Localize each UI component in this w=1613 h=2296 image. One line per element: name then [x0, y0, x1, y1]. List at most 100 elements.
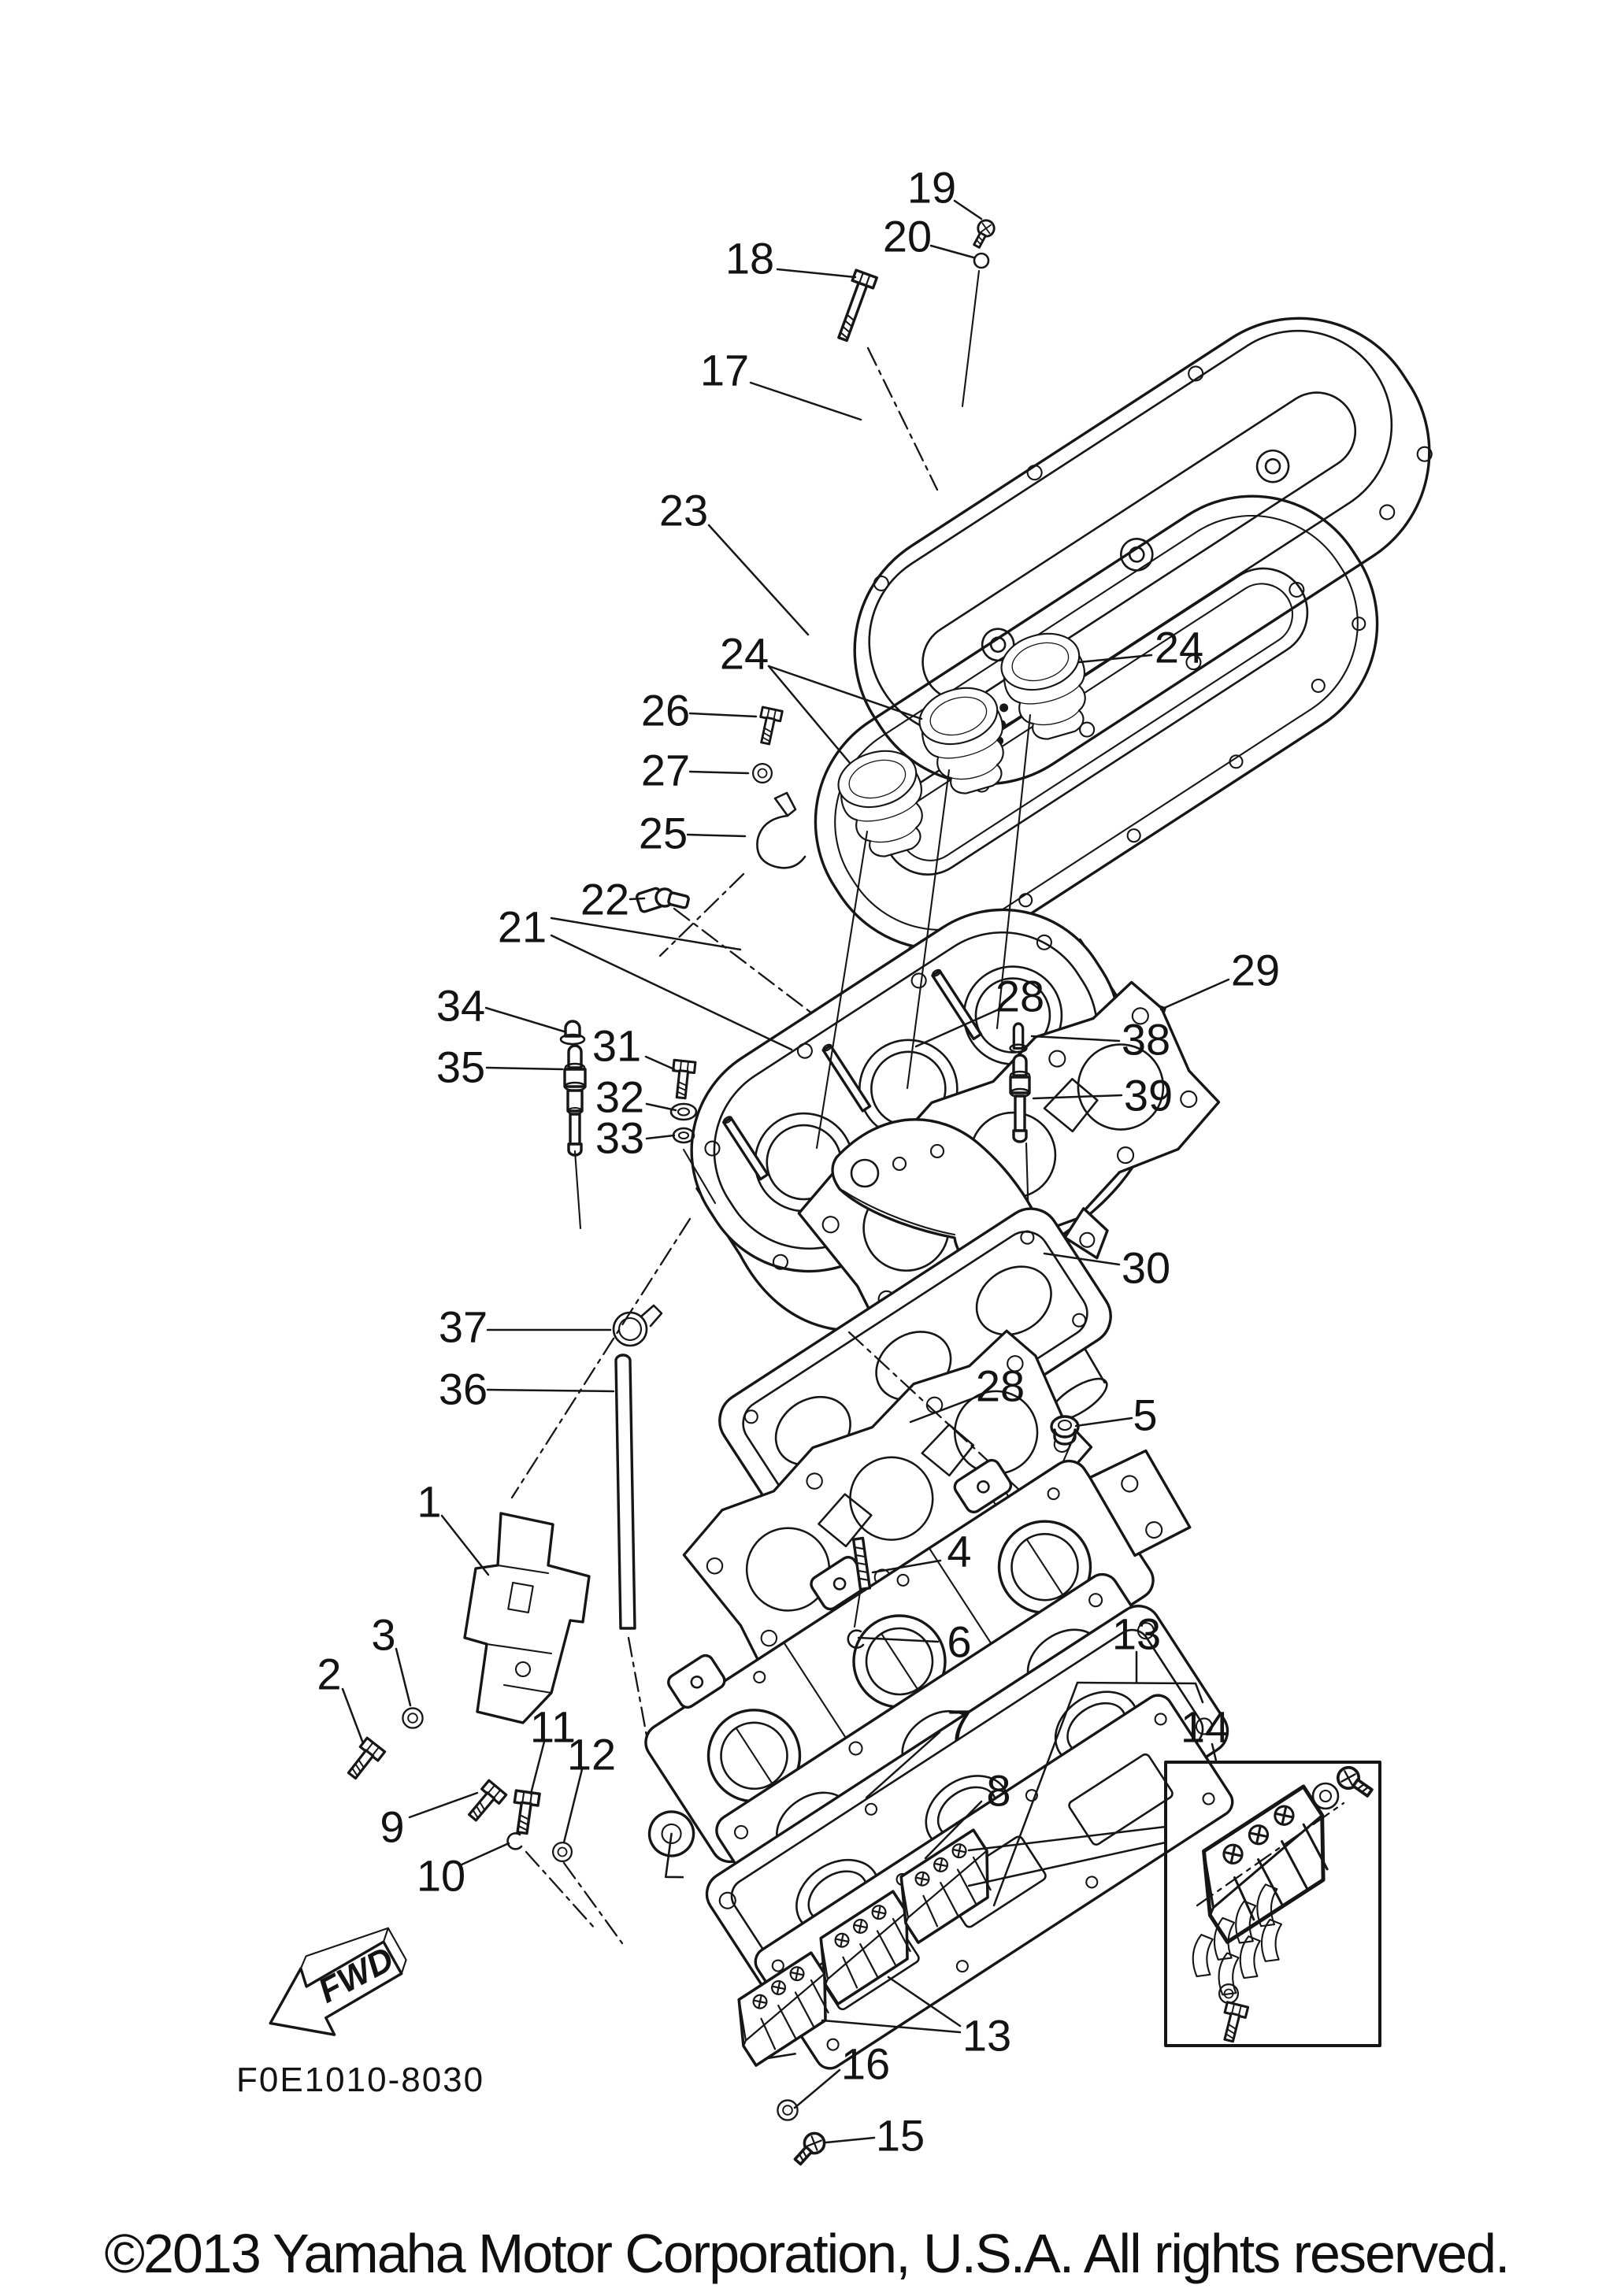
leader-line: [645, 1134, 676, 1140]
leader-line: [341, 1687, 365, 1745]
part-callout-2-29: 2: [317, 1650, 365, 1745]
leader-line: [749, 381, 862, 421]
part-number-label: 28: [996, 972, 1044, 1021]
leader-line: [550, 934, 793, 1051]
part-number-label: 16: [841, 2039, 890, 2089]
part-number-label: 23: [659, 486, 708, 535]
axis-line: [682, 1148, 717, 1205]
part-number-label: 8: [986, 1766, 1010, 1816]
part-number-label: 6: [947, 1617, 971, 1667]
axis-line: [658, 872, 745, 957]
washer-27-art: [751, 762, 773, 784]
stud-34-art: [559, 1020, 586, 1046]
part-number-label: 17: [700, 346, 749, 395]
leader-line: [929, 244, 975, 259]
part-number-label: 20: [883, 212, 932, 261]
leader-line: [1159, 978, 1230, 1011]
leader-line: [686, 833, 747, 838]
part-number-label: 26: [641, 686, 690, 735]
plenum-studs-art: [722, 968, 983, 1181]
leader-line: [484, 1006, 565, 1033]
part-number-label: 28: [976, 1361, 1025, 1411]
washer-33-art: [672, 1127, 695, 1144]
part-callout-26-7: 26: [641, 686, 758, 735]
leader-line: [1043, 1252, 1121, 1266]
leader-line: [953, 199, 983, 220]
part-number-label: 24: [720, 629, 769, 679]
leader-line: [645, 1102, 677, 1112]
inset-washer-art: [1311, 1782, 1340, 1810]
part-number-label: 27: [641, 746, 690, 795]
leader-line: [865, 1731, 941, 1799]
part-callout-13-35: 13: [992, 1609, 1204, 1907]
valve-cover-art: [853, 317, 1433, 793]
part-number-label: 15: [876, 2111, 925, 2161]
leader-line: [1030, 1035, 1121, 1042]
part-number-label: 33: [595, 1113, 644, 1163]
bolt-31-art: [669, 1058, 697, 1101]
part-callout-34-13: 34: [436, 981, 565, 1033]
part-number-label: 21: [498, 902, 547, 952]
part-callout-13-39: 13: [821, 1976, 1011, 2061]
leader-line: [871, 1559, 942, 1574]
part-callout-36-23: 36: [439, 1365, 615, 1414]
washer-32-art: [669, 1102, 698, 1121]
nut-5-art: [1050, 1415, 1080, 1446]
leader-line: [776, 268, 857, 279]
part-callout-20-1: 20: [883, 212, 975, 261]
part-number-label: 34: [436, 981, 485, 1031]
part-callout-10-38: 10: [417, 1842, 510, 1901]
leader-line: [767, 665, 851, 765]
bolt-9-art: [462, 1779, 508, 1826]
leader-line: [408, 1791, 479, 1819]
inset-bolt-art: [1217, 2001, 1250, 2045]
part-number-label: 19: [907, 163, 956, 213]
axis-line: [866, 346, 939, 491]
part-callout-15-41: 15: [825, 2111, 925, 2161]
part-number-label: 38: [1122, 1015, 1170, 1065]
leader-line: [644, 1055, 676, 1071]
washer-16-art: [777, 2099, 799, 2121]
part-callout-4-27: 4: [871, 1527, 972, 1576]
part-callout-17-3: 17: [700, 346, 862, 421]
part-callout-21-11: 21: [498, 902, 793, 1051]
bolt-18-art: [831, 268, 878, 345]
bolt-26-art: [754, 705, 784, 747]
part-callout-32-16: 32: [595, 1072, 677, 1122]
part-number-label: 30: [1122, 1243, 1170, 1293]
part-callout-30-21: 30: [1043, 1243, 1170, 1293]
sensor-22-art: [635, 887, 690, 913]
leader-line: [825, 2136, 876, 2144]
leader-line: [924, 1800, 983, 1860]
fwd-arrow: FWD: [269, 1927, 407, 2036]
part-callout-3-28: 3: [371, 1610, 412, 1707]
axis-line: [525, 1850, 597, 1931]
part-callout-11-33: 11: [529, 1702, 576, 1795]
leader-line: [887, 1976, 962, 2028]
part-callout-24-6: 24: [1077, 623, 1203, 672]
leader-line: [909, 1394, 981, 1424]
part-number-label: 9: [380, 1802, 404, 1852]
part-number-label: 22: [580, 875, 629, 924]
leader-line: [688, 712, 758, 718]
part-callout-18-2: 18: [725, 234, 857, 283]
part-callout-23-4: 23: [659, 486, 810, 636]
leader-line: [395, 1647, 412, 1707]
leader-line: [550, 917, 742, 951]
screw-15-art: [788, 2128, 830, 2170]
part-number-label: 1: [417, 1477, 441, 1527]
axis-line: [961, 269, 981, 408]
leader-line: [529, 1740, 546, 1795]
part-callout-39-20: 39: [1032, 1071, 1173, 1120]
bolt-11-art: [509, 1789, 541, 1836]
axis-line: [573, 1150, 582, 1230]
leader-line: [857, 1636, 940, 1643]
part-number-label: 4: [947, 1527, 971, 1576]
washer-10-art: [506, 1832, 523, 1850]
part-callout-16-40: 16: [793, 2039, 890, 2109]
leader-line: [629, 897, 646, 901]
cap-20-art: [973, 252, 990, 269]
part-callout-8-32: 8: [924, 1766, 1011, 1860]
axis-line: [627, 1636, 649, 1742]
part-number-label: 37: [439, 1302, 488, 1352]
